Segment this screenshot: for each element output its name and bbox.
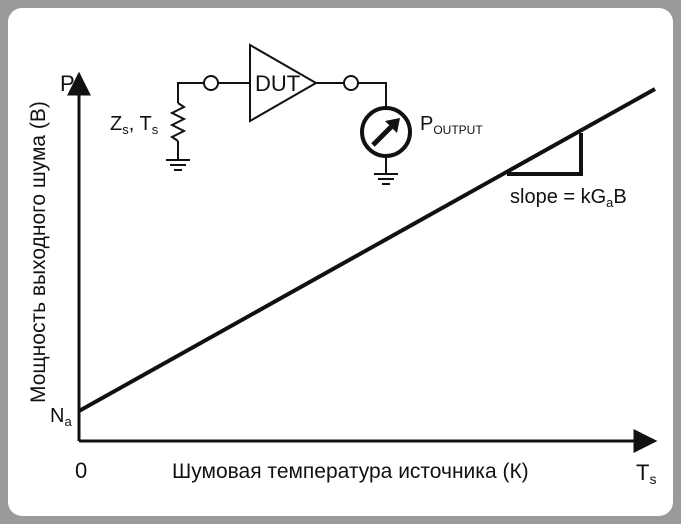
output-terminal [343,75,359,91]
source-wire [177,82,204,103]
y-axis-symbol: P [60,71,75,96]
x-axis-title: Шумовая температура источника (К) [172,460,529,483]
dut-label: DUT [255,71,300,96]
circuit [166,82,398,185]
meter-needle-icon [371,122,396,147]
origin-label: 0 [75,458,87,483]
slope-annotation: slope = kGaB [510,186,627,210]
noise-line [78,87,656,413]
meter-wire [358,82,387,108]
source-resistor [169,102,187,142]
meter-arrow-icon [385,118,400,133]
meter-label: POUTPUT [420,113,483,137]
y-axis-title: Мощность выходного шума (В) [27,101,50,403]
x-axis-symbol: Ts [636,460,656,487]
input-terminal [203,75,219,91]
source-label: Zs, Ts [110,113,159,137]
figure-panel: P Ts 0 Na Шумовая температура источника … [8,8,673,516]
intercept-label: Na [50,405,72,429]
dut-amplifier [249,43,319,123]
slope-triangle [507,133,583,176]
noise-diagram: P Ts 0 Na Шумовая температура источника … [27,43,658,487]
